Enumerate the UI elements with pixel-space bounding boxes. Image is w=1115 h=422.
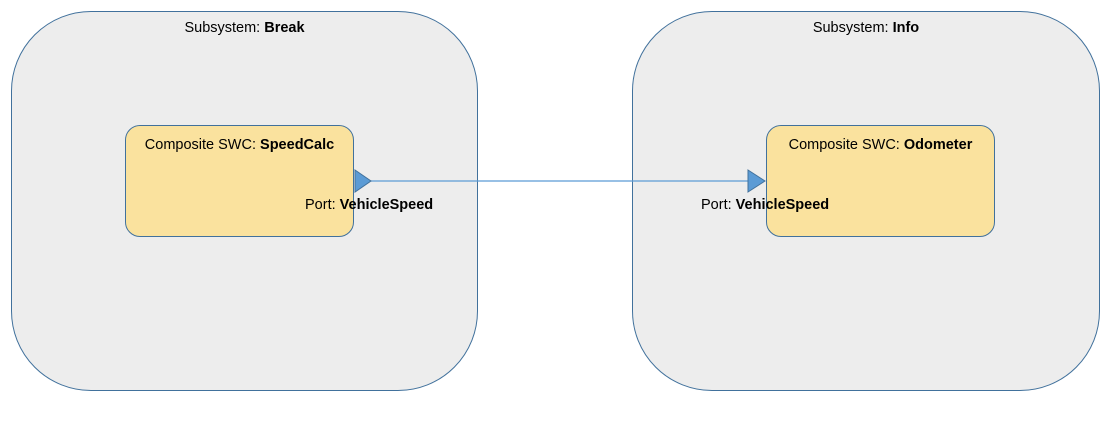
port-label-speedcalc: Port: VehicleSpeed — [305, 197, 433, 213]
component-speedcalc-title-name: SpeedCalc — [260, 137, 335, 153]
port-label-speedcalc-prefix: Port: — [305, 197, 340, 213]
component-odometer-title-name: Odometer — [903, 137, 973, 153]
component-speedcalc-title-prefix: Composite SWC: — [144, 137, 261, 153]
component-speedcalc-title: Composite SWC: SpeedCalc — [126, 137, 353, 153]
component-speedcalc: Composite SWC: SpeedCalc — [125, 125, 354, 237]
subsystem-info-title-prefix: Subsystem: — [812, 20, 893, 36]
port-label-odometer: Port: VehicleSpeed — [701, 197, 829, 213]
component-odometer: Composite SWC: Odometer — [766, 125, 995, 237]
component-odometer-title-prefix: Composite SWC: — [788, 137, 904, 153]
port-label-odometer-name: VehicleSpeed — [735, 197, 830, 213]
port-in-triangle-icon[interactable] — [747, 169, 766, 193]
port-label-odometer-prefix: Port: — [701, 197, 736, 213]
component-odometer-title: Composite SWC: Odometer — [767, 137, 994, 153]
port-label-speedcalc-name: VehicleSpeed — [339, 197, 434, 213]
subsystem-break-title: Subsystem: Break — [12, 20, 477, 36]
subsystem-break-title-prefix: Subsystem: — [184, 20, 265, 36]
subsystem-break-title-name: Break — [264, 20, 305, 36]
subsystem-info-title: Subsystem: Info — [633, 20, 1099, 36]
subsystem-info-title-name: Info — [892, 20, 920, 36]
port-out-triangle-icon[interactable] — [354, 169, 372, 193]
